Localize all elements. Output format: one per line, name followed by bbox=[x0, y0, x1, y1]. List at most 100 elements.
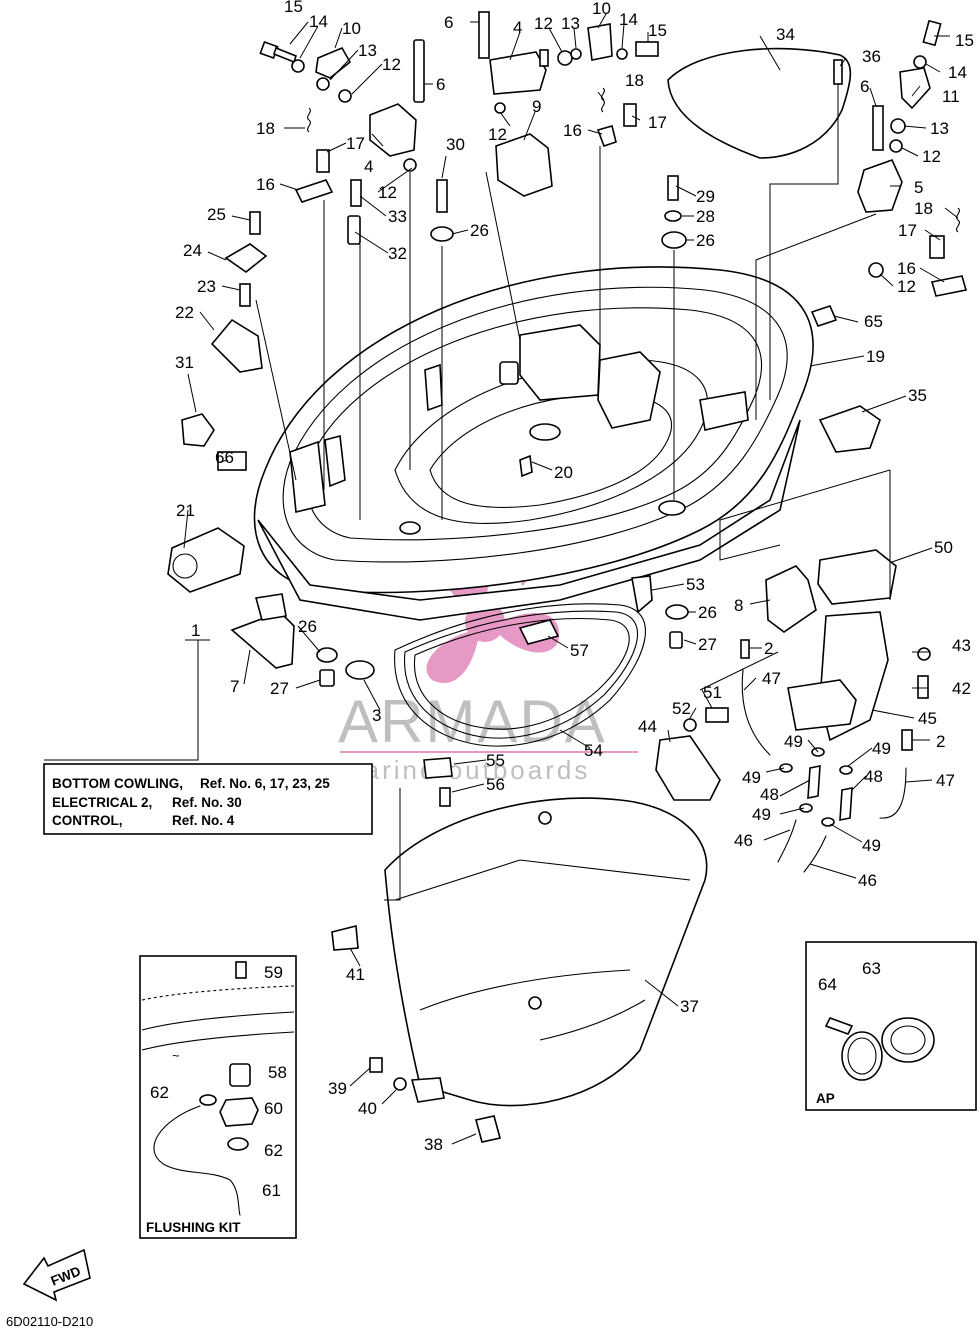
callout-12b: 12 bbox=[378, 183, 397, 202]
ref-line-3-ref: Ref. No. 4 bbox=[172, 813, 235, 828]
callout-63: 63 bbox=[862, 959, 881, 978]
cowling-post bbox=[324, 434, 346, 488]
callout-1: 1 bbox=[191, 621, 200, 640]
callout-49b: 49 bbox=[872, 739, 891, 758]
hook-22 bbox=[210, 318, 263, 373]
callout-29: 29 bbox=[696, 187, 715, 206]
bolt-29 bbox=[667, 175, 679, 201]
washer-14-right bbox=[913, 55, 927, 69]
callout-12c: 12 bbox=[534, 14, 553, 33]
cowling-grommet-seat-3 bbox=[399, 521, 421, 535]
callout-3: 3 bbox=[372, 706, 381, 725]
flushing-kit-title: FLUSHING KIT bbox=[146, 1220, 241, 1235]
grommet-53 bbox=[631, 575, 653, 614]
cowling-post-2 bbox=[289, 440, 326, 513]
callout-32: 32 bbox=[388, 244, 407, 263]
callout-48b: 48 bbox=[760, 785, 779, 804]
callout-48a: 48 bbox=[864, 767, 883, 786]
cushion-57 bbox=[518, 619, 560, 645]
screw-25 bbox=[249, 211, 261, 235]
callout-13c: 13 bbox=[930, 119, 949, 138]
callout-34: 34 bbox=[776, 25, 795, 44]
cowling-grommet-seat-2 bbox=[658, 500, 686, 516]
grommet-26-left bbox=[316, 647, 338, 663]
bottom-seal bbox=[394, 603, 646, 747]
bolt-30 bbox=[436, 179, 448, 213]
washer-28 bbox=[664, 210, 682, 222]
grommet-13-left bbox=[316, 77, 330, 91]
callout-25: 25 bbox=[207, 205, 226, 224]
callout-27b: 27 bbox=[270, 679, 289, 698]
ap-box: 64 63 AP bbox=[805, 941, 977, 1111]
joint-48-right bbox=[839, 787, 853, 821]
hose-joint-50 bbox=[817, 549, 897, 605]
cowling-grommet-seat bbox=[529, 423, 561, 441]
callout-49a: 49 bbox=[784, 732, 803, 751]
callout-30: 30 bbox=[446, 135, 465, 154]
grommet-26-mid bbox=[665, 604, 689, 620]
hose-47-left bbox=[741, 669, 771, 756]
callout-47b: 47 bbox=[936, 771, 955, 790]
callout-62b: 62 bbox=[264, 1141, 283, 1160]
callout-49d: 49 bbox=[752, 805, 771, 824]
callout-17c: 17 bbox=[898, 221, 917, 240]
callout-14: 14 bbox=[309, 12, 328, 31]
callout-8: 8 bbox=[734, 596, 743, 615]
callout-10: 10 bbox=[342, 19, 361, 38]
callout-21: 21 bbox=[176, 501, 195, 520]
callout-9: 9 bbox=[532, 97, 541, 116]
bolt-15-center bbox=[635, 41, 659, 57]
cowling-clip-seat bbox=[699, 391, 749, 431]
spring-18-left bbox=[307, 107, 311, 133]
grommet-35 bbox=[818, 405, 881, 453]
grommet-31 bbox=[181, 413, 215, 447]
ref-line-1-name: BOTTOM COWLING, bbox=[52, 776, 183, 791]
joint-48-left bbox=[807, 765, 821, 799]
callout-26c: 26 bbox=[698, 603, 717, 622]
callout-35: 35 bbox=[908, 386, 927, 405]
label-65 bbox=[810, 305, 838, 327]
switch-21 bbox=[167, 527, 245, 593]
bracket-apron bbox=[410, 1077, 445, 1103]
ref-line-1-ref: Ref. No. 6, 17, 23, 25 bbox=[200, 776, 330, 791]
callout-36: 36 bbox=[862, 47, 881, 66]
callout-39: 39 bbox=[328, 1079, 347, 1098]
callout-17b: 17 bbox=[648, 113, 667, 132]
callout-58: 58 bbox=[268, 1063, 287, 1082]
plate-16-left bbox=[294, 179, 334, 203]
callout-15c: 15 bbox=[955, 31, 974, 50]
pin-center bbox=[539, 49, 549, 67]
callout-28: 28 bbox=[696, 207, 715, 226]
ring-12-right-2 bbox=[868, 262, 884, 278]
callout-43: 43 bbox=[952, 636, 971, 655]
adapter-58 bbox=[229, 1063, 251, 1087]
callout-31: 31 bbox=[175, 353, 194, 372]
clip-24 bbox=[224, 243, 268, 273]
bolt-15-right bbox=[922, 19, 942, 47]
callout-42: 42 bbox=[952, 679, 971, 698]
callout-65: 65 bbox=[864, 312, 883, 331]
grommet-26-right bbox=[661, 231, 687, 249]
callout-18: 18 bbox=[256, 119, 275, 138]
callout-64: 64 bbox=[818, 975, 837, 994]
bolt-6-center bbox=[478, 11, 490, 59]
callout-17: 17 bbox=[346, 134, 365, 153]
clip-10-left bbox=[315, 46, 352, 79]
callout-47: 47 bbox=[762, 669, 781, 688]
callout-16c: 16 bbox=[897, 259, 916, 278]
bracket-9 bbox=[495, 133, 553, 197]
bolt-6-right bbox=[872, 105, 884, 151]
hook-5 bbox=[857, 158, 903, 213]
hose-47-right bbox=[879, 767, 907, 819]
callout-23: 23 bbox=[197, 277, 216, 296]
collar-27-mid bbox=[669, 631, 683, 649]
callout-12: 12 bbox=[382, 55, 401, 74]
callout-12d: 12 bbox=[488, 125, 507, 144]
ring-12-right bbox=[889, 139, 903, 153]
nut-60 bbox=[219, 1097, 259, 1127]
callout-labels: 15 14 10 13 12 6 18 17 4 16 12 33 32 30 … bbox=[175, 0, 974, 1154]
callout-13: 13 bbox=[358, 41, 377, 60]
bolt-42 bbox=[917, 675, 929, 699]
washer-14-left bbox=[291, 59, 305, 73]
grommet-3 bbox=[345, 660, 375, 680]
